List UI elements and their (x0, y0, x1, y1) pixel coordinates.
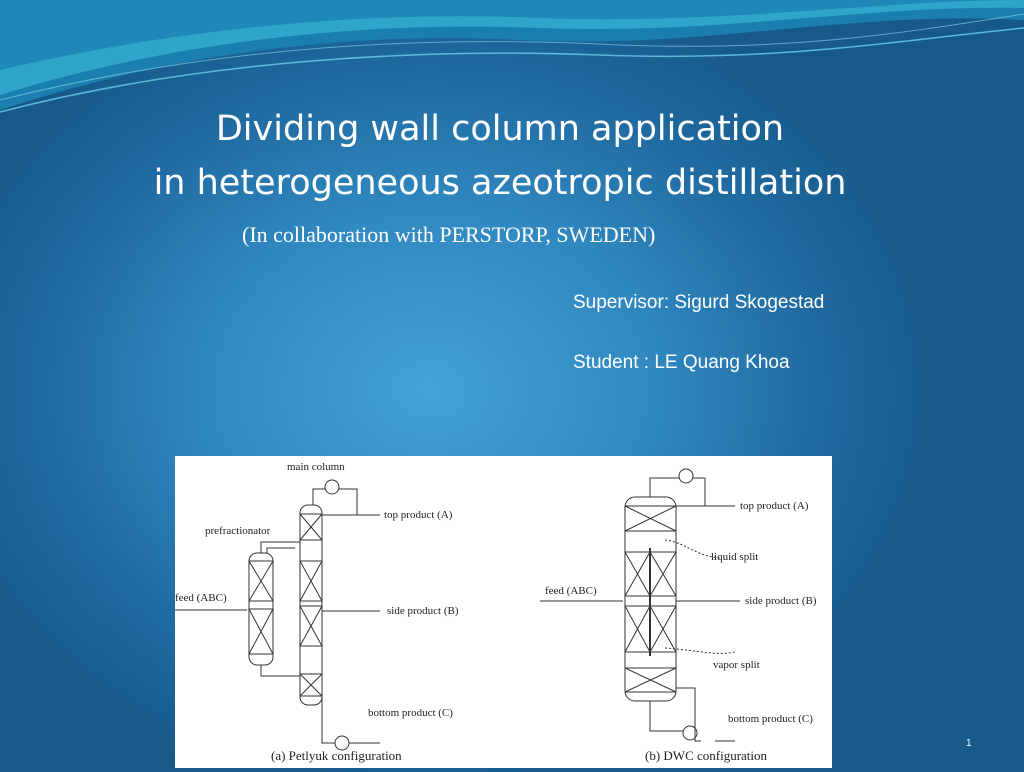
label-top-b: top product (A) (740, 500, 809, 512)
label-side-b: side product (B) (745, 595, 817, 607)
page-number: 1 (966, 738, 972, 749)
petlyuk-diagram: main column prefractionator feed (ABC) t… (175, 461, 459, 763)
label-feed-b: feed (ABC) (545, 585, 597, 597)
student-text: Student : LE Quang Khoa (573, 352, 790, 373)
caption-petlyuk: (a) Petlyuk configuration (271, 748, 402, 763)
slide-title-line2: in heterogeneous azeotropic distillation (153, 163, 847, 203)
label-vapor-split: vapor split (713, 659, 760, 671)
supervisor-text: Supervisor: Sigurd Skogestad (573, 292, 825, 313)
label-main-column: main column (287, 461, 345, 473)
label-feed-a: feed (ABC) (175, 592, 227, 604)
dwc-reboiler-icon (682, 725, 698, 741)
slide-title-line1: Dividing wall column application (215, 109, 785, 149)
slide-subtitle: (In collaboration with PERSTORP, SWEDEN) (242, 222, 656, 247)
header-waves (0, 0, 1024, 113)
label-liquid-split: liquid split (711, 551, 758, 563)
dwc-condenser-icon (678, 468, 694, 484)
main-column (299, 504, 323, 706)
label-bottom-a: bottom product (C) (368, 707, 453, 719)
dwc-diagram: top product (A) liquid split feed (ABC) … (540, 468, 817, 763)
condenser-icon (324, 479, 340, 495)
label-bottom-b: bottom product (C) (728, 713, 813, 725)
caption-dwc: (b) DWC configuration (645, 748, 768, 763)
label-side-a: side product (B) (387, 605, 459, 617)
label-top-a: top product (A) (384, 509, 453, 521)
reboiler-icon (334, 735, 350, 751)
label-prefractionator: prefractionator (205, 525, 271, 537)
column-configuration-figure: main column prefractionator feed (ABC) t… (175, 456, 832, 768)
